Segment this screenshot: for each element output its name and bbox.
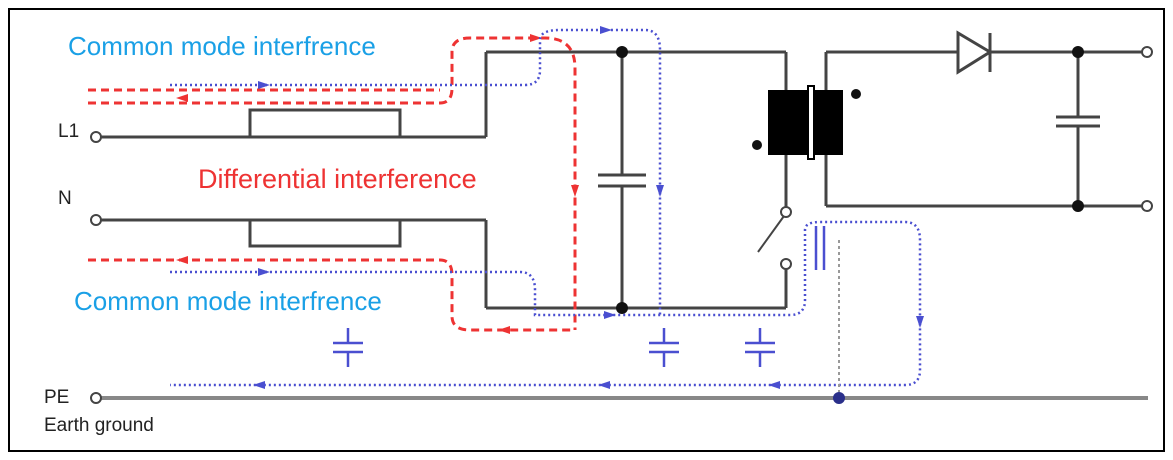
differential-interference-path bbox=[88, 34, 579, 334]
diode-triangle bbox=[956, 30, 993, 75]
output-terminal-bottom bbox=[1141, 200, 1153, 212]
n-terminal bbox=[90, 214, 102, 226]
l1-label: L1 bbox=[58, 121, 79, 142]
ground-node bbox=[833, 392, 845, 404]
junction-out-bottom bbox=[1072, 200, 1084, 212]
diagram-frame bbox=[8, 8, 1165, 452]
l1-terminal bbox=[90, 131, 102, 143]
parasitic-cap-mid bbox=[649, 328, 679, 367]
earth-ground-label: Earth ground bbox=[44, 415, 154, 436]
secondary-dot bbox=[851, 89, 861, 99]
transformer-core-gap bbox=[807, 85, 815, 160]
junction-top bbox=[616, 46, 628, 58]
n-choke-winding bbox=[248, 218, 402, 248]
junction-bottom bbox=[616, 302, 628, 314]
switch-contact-bottom bbox=[780, 258, 792, 270]
common-mode-label-bottom: Common mode interfrence bbox=[74, 286, 382, 316]
transformer-primary-core bbox=[768, 90, 810, 155]
pe-label: PE bbox=[44, 387, 69, 408]
switch-blade bbox=[757, 215, 785, 253]
transformer-secondary-core bbox=[813, 90, 843, 155]
parasitic-cap-switch bbox=[814, 226, 826, 270]
switch-contact-top bbox=[780, 206, 792, 218]
differential-interference-label: Differential interference bbox=[198, 164, 477, 194]
junction-out-top bbox=[1072, 46, 1084, 58]
primary-dot bbox=[752, 140, 762, 150]
parasitic-cap-right bbox=[745, 328, 775, 367]
pe-terminal bbox=[90, 392, 102, 404]
l1-choke-winding bbox=[248, 108, 402, 139]
parasitic-capacitors bbox=[333, 226, 826, 367]
common-mode-label-top: Common mode interfrence bbox=[68, 31, 376, 61]
n-label: N bbox=[58, 188, 72, 209]
output-terminal-top bbox=[1141, 46, 1153, 58]
circuit-wiring bbox=[90, 30, 1153, 404]
parasitic-cap-left bbox=[333, 328, 363, 367]
common-mode-interference-path bbox=[170, 26, 924, 392]
